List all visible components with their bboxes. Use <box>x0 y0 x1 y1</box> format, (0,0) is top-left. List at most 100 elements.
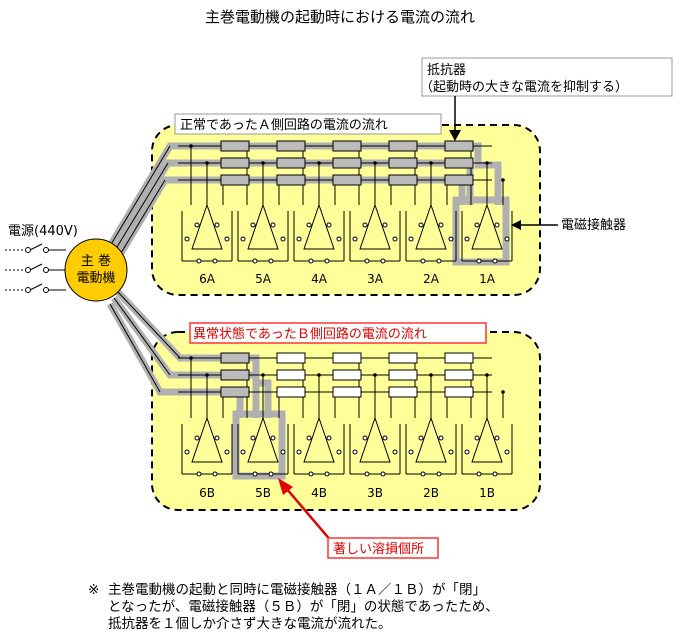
circuit-b-label: 異常状態であったＢ側回路の電流の流れ <box>193 326 427 342</box>
resistor-icon <box>220 369 250 381</box>
contact-point-icon <box>308 471 314 477</box>
junction-dot-icon <box>189 144 193 148</box>
contact-point-icon <box>392 236 398 242</box>
delta-winding-icon <box>359 416 391 463</box>
contactor-icon <box>181 416 233 477</box>
resistor-icon <box>388 174 418 186</box>
contact-point-icon <box>476 471 482 477</box>
delta-winding-icon <box>415 203 447 250</box>
junction-dot-icon <box>189 356 193 360</box>
contact-point-icon <box>184 236 190 242</box>
unit-label: 6A <box>199 272 216 286</box>
contact-point-icon <box>270 222 276 228</box>
footnote: ※ 主巻電動機の起動と同時に電磁接触器（１Ａ／１Ｂ）が「閉」 となったが、電磁接… <box>88 582 673 633</box>
contact-point-icon <box>212 258 218 264</box>
motor-feed-wire <box>117 179 166 259</box>
contactor-icon <box>461 416 513 477</box>
switch-blade-icon <box>29 243 43 251</box>
resistor-icon <box>444 157 474 169</box>
unit-label: 2B <box>423 486 439 500</box>
contact-point-icon <box>326 222 332 228</box>
contact-point-icon <box>420 258 426 264</box>
contact-point-icon <box>280 236 286 242</box>
resistor-icon <box>276 140 306 152</box>
contactor-pointer-arrow-icon <box>511 220 521 230</box>
contact-point-icon <box>336 449 342 455</box>
resistor-icon <box>332 157 362 169</box>
unit-label: 4A <box>311 272 328 286</box>
contact-point-icon <box>408 449 414 455</box>
circuit-b-label-box <box>189 322 487 344</box>
contact-point-icon <box>196 471 202 477</box>
junction-dot-icon <box>373 373 377 377</box>
contact-point-icon <box>306 222 312 228</box>
junction-dot-icon <box>373 161 377 165</box>
contact-point-icon <box>392 449 398 455</box>
resistor-icon <box>388 369 418 381</box>
contact-point-icon <box>492 258 498 264</box>
resistor-icon <box>276 157 306 169</box>
resistor-icon <box>220 140 250 152</box>
delta-winding-icon <box>247 203 279 250</box>
contact-point-icon <box>352 236 358 242</box>
footnote-mark: ※ <box>88 582 100 598</box>
delta-winding-icon <box>247 416 279 463</box>
junction-dot-icon <box>429 161 433 165</box>
contact-point-icon <box>184 449 190 455</box>
contact-point-icon <box>504 236 510 242</box>
junction-dot-icon <box>205 373 209 377</box>
resistor-icon <box>332 352 362 364</box>
contactors <box>181 203 513 477</box>
motor-feed-wire <box>117 291 181 359</box>
damage-label: 著しい溶損個所 <box>333 542 424 557</box>
contact-point-icon <box>214 222 220 228</box>
contactor-label: 電磁接触器 <box>561 217 626 233</box>
junction-dot-icon <box>501 390 505 394</box>
contactor-icon <box>349 203 401 264</box>
resistor-icon <box>276 369 306 381</box>
footnote-line-2: となったが、電磁接触器（５Ｂ）が「閉」の状態であったため、 <box>108 599 499 615</box>
junction-dot-icon <box>205 161 209 165</box>
resistor-icon <box>332 174 362 186</box>
contact-point-icon <box>212 471 218 477</box>
contact-point-icon <box>474 222 480 228</box>
contact-point-icon <box>420 471 426 477</box>
junction-dot-icon <box>485 373 489 377</box>
current-flow-contactor-5b <box>232 410 286 480</box>
contact-point-icon <box>438 435 444 441</box>
delta-winding-icon <box>471 416 503 463</box>
contact-point-icon <box>194 435 200 441</box>
switch-contact-icon <box>25 287 31 293</box>
contact-point-icon <box>448 449 454 455</box>
switch-contact-icon <box>43 267 49 273</box>
contact-point-icon <box>336 236 342 242</box>
delta-winding-icon <box>191 416 223 463</box>
contact-point-icon <box>214 435 220 441</box>
resistor-icon <box>444 386 474 398</box>
junction-dot-icon <box>501 178 505 182</box>
resistor-icon <box>388 157 418 169</box>
unit-label: 3A <box>367 272 384 286</box>
resistor-icon <box>220 174 250 186</box>
resistor-icon <box>276 386 306 398</box>
resistors-b <box>220 352 474 398</box>
motor-label-2: 電動機 <box>76 271 115 286</box>
contact-point-icon <box>382 435 388 441</box>
switch-contact-icon <box>43 287 49 293</box>
unit-label: 6B <box>199 486 215 500</box>
motor-feed-wire <box>109 145 171 247</box>
contactor-icon <box>237 416 289 477</box>
contact-point-icon <box>448 236 454 242</box>
contact-point-icon <box>270 435 276 441</box>
footnote-line-3: 抵抗器を１個しか介さず大きな電流が流れた。 <box>108 616 392 632</box>
unit-label: 1B <box>479 486 495 500</box>
contact-point-icon <box>464 449 470 455</box>
unit-label: 4B <box>311 486 327 500</box>
resistor-icon <box>444 352 474 364</box>
delta-winding-icon <box>471 203 503 250</box>
contact-point-icon <box>364 258 370 264</box>
contact-point-icon <box>380 471 386 477</box>
contact-point-icon <box>362 222 368 228</box>
contact-point-icon <box>436 471 442 477</box>
